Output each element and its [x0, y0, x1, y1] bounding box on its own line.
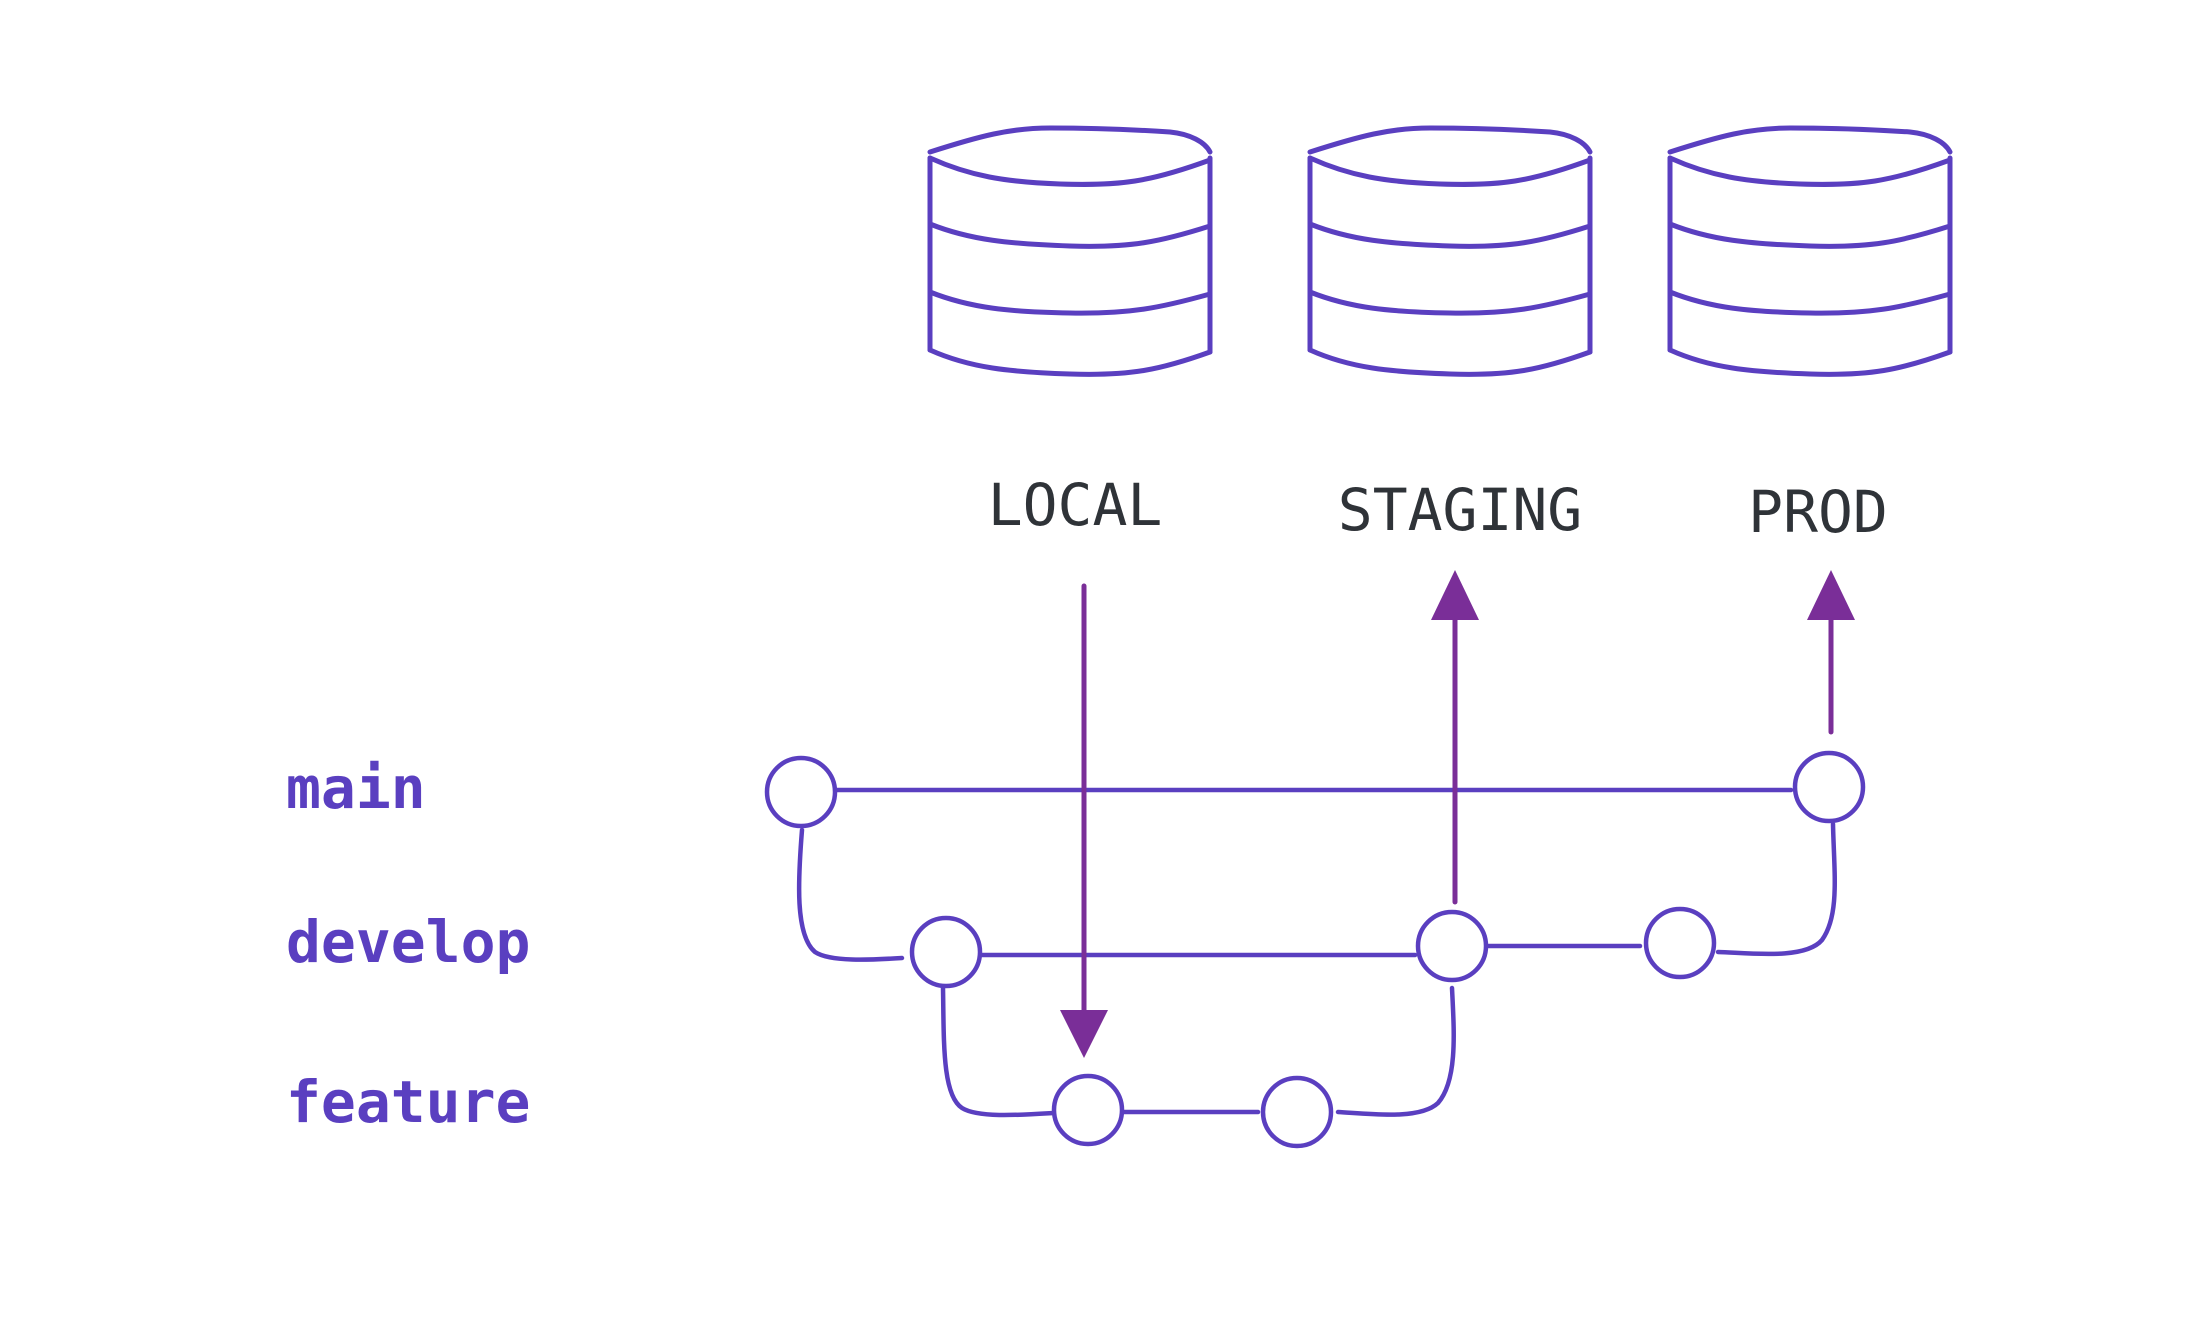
develop-to-main-curve [1715, 821, 1838, 957]
arrow-down-icon [1060, 1010, 1108, 1058]
branch-label-main: main [286, 754, 426, 822]
commit-node-feature-1 [1051, 1073, 1125, 1147]
database-band-3 [927, 289, 1213, 316]
arrow-up-icon [1807, 570, 1855, 620]
commit-node-feature-2 [1260, 1075, 1334, 1149]
database-icon [927, 125, 1213, 377]
database-band-3 [1667, 289, 1953, 316]
commits [764, 750, 1866, 1149]
commit-node-develop-3 [1643, 906, 1717, 980]
database-band-1 [1667, 155, 1953, 187]
commit-node-develop-1 [909, 915, 983, 989]
env-label-staging: STAGING [1338, 476, 1582, 544]
database-bottom [1667, 347, 1953, 377]
env-label-prod: PROD [1748, 478, 1888, 546]
database-band-2 [927, 221, 1213, 249]
database-bottom [1307, 347, 1593, 377]
branch-lines [796, 787, 1838, 1118]
database-icon [1307, 125, 1593, 377]
database-top-rim [1667, 125, 1953, 155]
database-top-rim [927, 125, 1213, 155]
env-label-local: LOCAL [988, 471, 1163, 539]
database-band-3 [1307, 289, 1593, 316]
commit-node-develop-2 [1415, 909, 1489, 983]
feature-to-develop-curve [1335, 985, 1456, 1117]
database-bottom [927, 347, 1213, 377]
commit-node-main-1 [764, 755, 838, 829]
branch-label-feature: feature [286, 1068, 530, 1136]
deploy-arrows [1060, 570, 1855, 1058]
develop-to-feature-curve [940, 985, 1056, 1118]
main-to-develop-curve [796, 827, 905, 962]
database-top-rim [1307, 125, 1593, 155]
staging-database-icon [1307, 125, 1593, 377]
arrow-up-icon [1431, 570, 1479, 620]
database-band-2 [1667, 221, 1953, 249]
database-band-1 [1307, 155, 1593, 187]
database-icon [1667, 125, 1953, 377]
prod-database-icon [1667, 125, 1953, 377]
database-band-2 [1307, 221, 1593, 249]
local-database-icon [927, 125, 1213, 377]
commit-node-main-2 [1792, 750, 1866, 824]
branch-label-develop: develop [286, 908, 530, 976]
database-band-1 [927, 155, 1213, 187]
